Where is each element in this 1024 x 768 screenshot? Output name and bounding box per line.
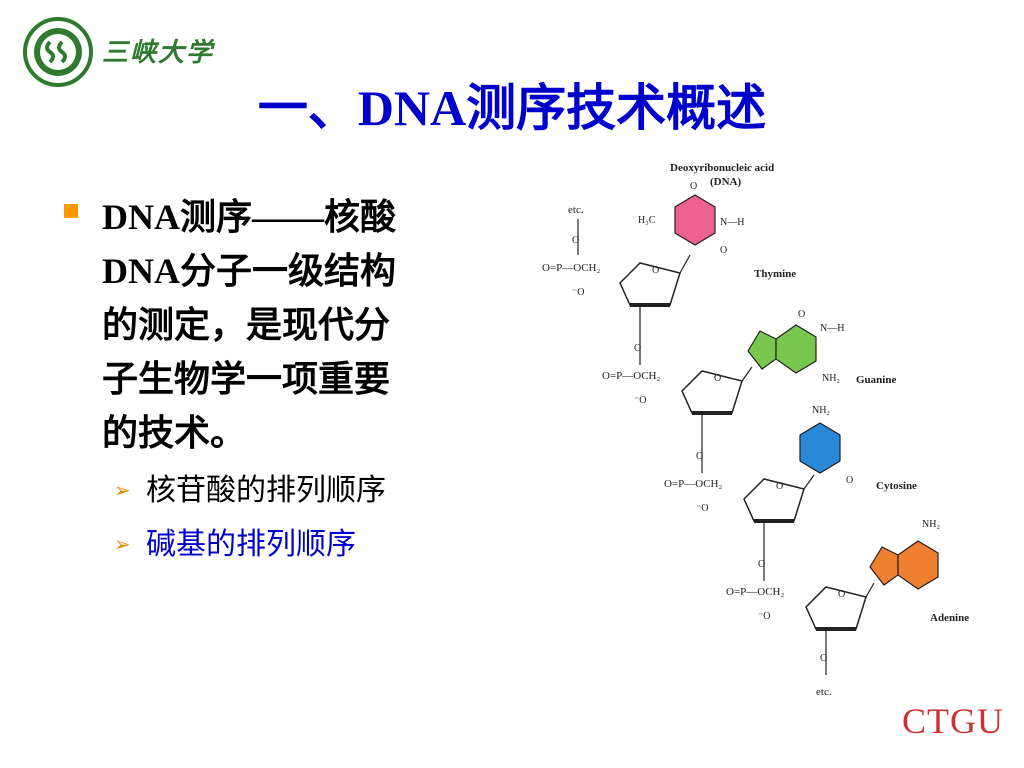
dna-structure-figure: Deoxyribonucleic acid (DNA) etc. O O=P—O… [542,162,969,698]
slide-title: 一、DNA测序技术概述 [257,80,767,136]
svg-text:⁻O: ⁻O [572,287,585,298]
svg-text:O: O [776,481,783,492]
figure-title: Deoxyribonucleic acid [670,162,774,174]
main-bullet-line: 的技术。 [102,413,247,453]
university-logo: 三峡大学 [22,16,252,88]
etc-bottom-label: etc. [816,686,832,698]
svg-text:⁻O: ⁻O [696,503,709,514]
svg-text:H₃C: H₃C [638,215,656,226]
svg-text:NH₂: NH₂ [812,405,830,416]
svg-text:O: O [758,559,765,570]
university-seal-icon [23,17,93,87]
svg-text:N—H: N—H [720,217,744,228]
thymine-base-ring [674,194,716,246]
etc-top-label: etc. [568,204,584,216]
main-bullet-line: 的测定，是现代分 [102,305,391,345]
cytosine-base-ring [799,422,841,474]
svg-text:O=P—OCH₂: O=P—OCH₂ [664,478,722,490]
svg-text:⁻O: ⁻O [758,611,771,622]
svg-text:O: O [838,589,845,600]
guanine-base-ring [775,324,817,374]
svg-text:O: O [846,475,853,486]
svg-text:NH₂: NH₂ [922,519,940,530]
main-bullet-line: DNA分子一级结构 [102,251,396,291]
svg-text:O: O [652,265,659,276]
sugar-ring [681,370,743,414]
svg-text:⁻O: ⁻O [634,395,647,406]
base-label-thymine: Thymine [754,268,796,280]
svg-text:O: O [572,235,579,246]
nucleotide-guanine: O O=P—OCH₂ ⁻O O O N—H NH₂ Guanine [602,305,896,415]
figure-subtitle: (DNA) [710,176,741,188]
sugar-ring [619,262,681,306]
arrow-bullet-icon: ➢ [114,480,131,502]
main-bullet-line: DNA测序——核酸 [102,197,396,237]
nucleotide-adenine: O O=P—OCH₂ ⁻O O NH₂ Adenine O [726,519,969,675]
sub-bullet-nucleotide-order: ➢ 核苷酸的排列顺序 [64,468,484,514]
sub-bullet-label: 碱基的排列顺序 [146,528,356,561]
svg-text:O: O [714,373,721,384]
svg-text:NH₂: NH₂ [822,373,840,384]
adenine-base-ring [897,540,939,590]
svg-text:O: O [696,451,703,462]
svg-text:O: O [720,245,727,256]
slide-content: DNA测序——核酸 DNA分子一级结构 的测定，是现代分 子生物学一项重要 的技… [64,190,484,568]
svg-text:N—H: N—H [820,323,844,334]
svg-text:O: O [690,181,697,192]
main-bullet: DNA测序——核酸 DNA分子一级结构 的测定，是现代分 子生物学一项重要 的技… [64,190,484,460]
ctgu-brand: CTGU [902,701,1004,741]
sugar-ring [805,586,867,630]
base-label-cytosine: Cytosine [876,480,917,492]
svg-text:O: O [634,343,641,354]
svg-text:O=P—OCH₂: O=P—OCH₂ [726,586,784,598]
svg-text:O: O [798,309,805,320]
nucleotide-cytosine: O O=P—OCH₂ ⁻O O NH₂ O Cytosine [664,405,917,523]
main-bullet-text: DNA测序——核酸 DNA分子一级结构 的测定，是现代分 子生物学一项重要 的技… [102,190,484,460]
square-bullet-icon [64,204,78,218]
university-name: 三峡大学 [102,38,215,68]
svg-text:O: O [820,653,827,664]
sub-bullet-label: 核苷酸的排列顺序 [146,474,386,507]
sugar-ring [743,478,805,522]
sub-bullet-base-order: ➢ 碱基的排列顺序 [64,522,484,568]
base-label-guanine: Guanine [856,374,896,386]
arrow-bullet-icon: ➢ [114,534,131,556]
svg-text:O=P—OCH₂: O=P—OCH₂ [602,370,660,382]
svg-text:O=P—OCH₂: O=P—OCH₂ [542,262,600,274]
nucleotide-thymine: O O=P—OCH₂ ⁻O O H₃C O N—H O Thymine [542,181,796,307]
main-bullet-line: 子生物学一项重要 [102,359,391,399]
base-label-adenine: Adenine [930,612,969,624]
